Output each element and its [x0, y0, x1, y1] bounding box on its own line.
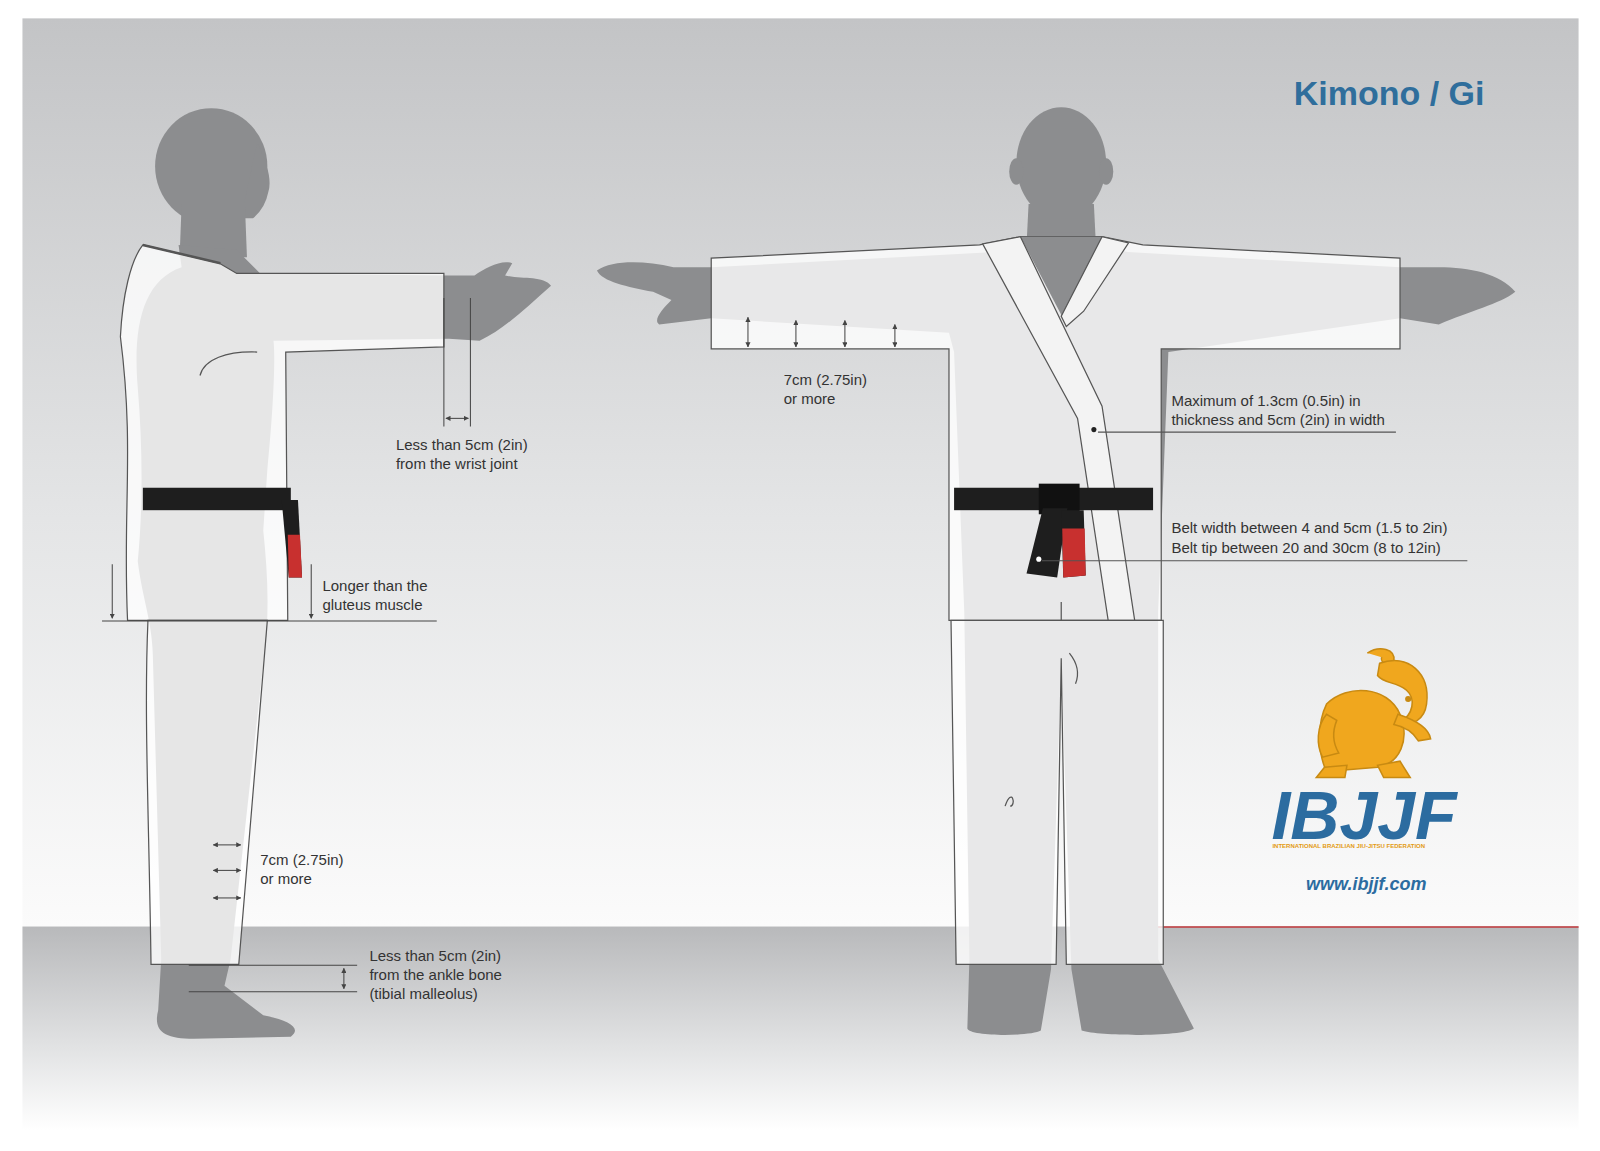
- background: [22, 18, 1578, 926]
- body-silhouette: [241, 143, 270, 219]
- gi-jacket: [120, 245, 443, 621]
- gi-jacket: [143, 245, 221, 263]
- gi-jacket: [711, 237, 1400, 621]
- dimension-label: Longer than the gluteus muscle: [322, 576, 430, 614]
- belt: [1062, 529, 1085, 578]
- lion-logo: [1318, 714, 1339, 757]
- gi-jacket: [711, 237, 1400, 621]
- front-figure: [597, 107, 1515, 1035]
- lion-logo: [1405, 696, 1411, 702]
- gi-pants: [146, 620, 267, 964]
- logo-url: www.ibjjf.com: [1306, 874, 1429, 896]
- belt: [1027, 508, 1068, 577]
- dimension-lines: [470, 298, 471, 427]
- body-silhouette: [597, 107, 1515, 1035]
- dimension-label: 7cm (2.75in) or more: [260, 850, 346, 888]
- dimension-label: Less than 5cm (2in) from the wrist joint: [396, 435, 530, 473]
- dimension-lines: [894, 324, 895, 346]
- dimension-lines: [189, 991, 357, 992]
- body-silhouette: [1099, 158, 1113, 185]
- gi-jacket: [983, 237, 1135, 621]
- dimension-lines: [213, 844, 241, 845]
- body-silhouette: [1009, 158, 1023, 185]
- dimension-lines: [748, 317, 895, 347]
- callout-label: Maximum of 1.3cm (0.5in) in thickness an…: [1171, 391, 1387, 429]
- gi-pants: [1069, 653, 1077, 684]
- dimension-lines: [343, 968, 344, 988]
- belt: [954, 484, 1153, 578]
- dimension-lines: [213, 870, 241, 871]
- logo-subtitle: INTERNATIONAL BRAZILIAN JIU-JITSU FEDERA…: [1272, 843, 1427, 851]
- page-title: Kimono / Gi: [1294, 73, 1487, 114]
- callout-leader: [1036, 427, 1467, 562]
- callout-leader: [1036, 557, 1041, 562]
- background: [1153, 926, 1579, 928]
- callout-label: Belt tip between 20 and 30cm (8 to 12in): [1171, 538, 1443, 557]
- dimension-lines: [213, 897, 241, 898]
- dimension-lines: [102, 298, 470, 992]
- gi-pants: [146, 620, 267, 964]
- side-figure: [102, 108, 551, 1039]
- dimension-lines: [443, 298, 444, 427]
- dimension-label: Less than 5cm (2in) from the ankle bone …: [369, 946, 504, 1003]
- logo-wordmark: IBJJF: [1271, 778, 1459, 853]
- gi-pants: [1005, 797, 1013, 806]
- dimension-lines: [189, 965, 357, 966]
- gi-jacket: [120, 245, 443, 621]
- dimension-lines: [102, 620, 437, 621]
- belt: [1061, 510, 1085, 577]
- lion-logo: [1316, 765, 1347, 777]
- dimension-lines: [747, 317, 748, 347]
- dimension-lines: [311, 564, 312, 618]
- lion-logo: [1378, 761, 1411, 777]
- gi-jacket: [200, 352, 257, 376]
- lion-logo: [1316, 649, 1430, 778]
- belt: [143, 488, 291, 510]
- dimension-lines: [446, 418, 468, 419]
- callout-leader: [1042, 560, 1468, 561]
- callout-label: Belt width between 4 and 5cm (1.5 to 2in…: [1171, 518, 1449, 537]
- dimension-lines: [795, 320, 796, 347]
- belt: [143, 488, 302, 578]
- gi-jacket: [1061, 237, 1128, 327]
- callout-leader: [1098, 432, 1396, 433]
- lion-logo: [1394, 714, 1431, 741]
- belt: [288, 535, 302, 578]
- dimension-lines: [112, 564, 113, 618]
- callout-leader: [1091, 427, 1096, 432]
- body-silhouette: [597, 233, 1515, 1035]
- gi-pants: [951, 620, 1163, 964]
- gi-jacket: [1061, 602, 1062, 620]
- dimension-lines: [844, 320, 845, 347]
- dimension-label: 7cm (2.75in) or more: [784, 370, 870, 408]
- body-silhouette: [1016, 107, 1106, 219]
- gi-pants: [951, 620, 1163, 964]
- belt: [282, 500, 302, 578]
